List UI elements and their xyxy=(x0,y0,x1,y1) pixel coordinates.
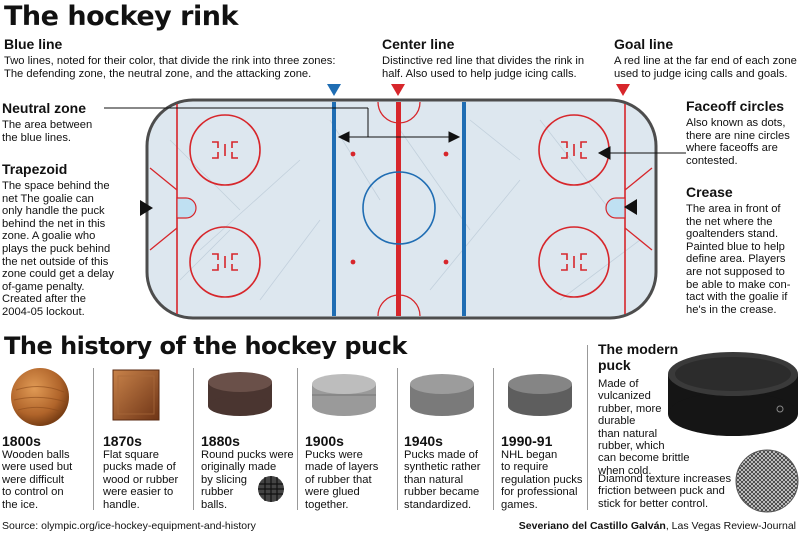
era-year: 1870s xyxy=(103,433,142,449)
sliced-ball-puck-image xyxy=(208,372,284,502)
artist-org: , Las Vegas Review-Journal xyxy=(665,520,796,532)
faceoff-pointer xyxy=(597,146,686,160)
neutral-zone-pointer xyxy=(104,107,461,143)
center-circle xyxy=(362,171,436,245)
wooden-ball-image xyxy=(11,368,69,426)
blue-line-label: Blue line Two lines, noted for their col… xyxy=(4,36,364,80)
crease-title: Crease xyxy=(686,184,733,200)
era-year: 1800s xyxy=(2,433,41,449)
artist-name: Severiano del Castillo Galván xyxy=(518,520,666,532)
blue-line-marker xyxy=(327,84,341,96)
trapezoid-right xyxy=(624,167,653,251)
modern-puck-image xyxy=(668,352,799,513)
artist-credit: Severiano del Castillo Galván, Las Vegas… xyxy=(519,520,796,532)
square-puck-image xyxy=(112,369,160,421)
era-year: 1940s xyxy=(404,433,443,449)
ice-scratches xyxy=(169,119,641,301)
crease-right xyxy=(605,197,626,219)
blue-line-left xyxy=(332,102,336,316)
divider xyxy=(297,368,298,510)
faceoff-circles-title: Faceoff circles xyxy=(686,98,785,114)
era-year: 1990-91 xyxy=(501,433,553,449)
era-year: 1900s xyxy=(305,433,344,449)
layered-puck-image xyxy=(312,374,376,416)
diamond-texture-detail xyxy=(735,449,799,513)
trapezoid-left xyxy=(149,167,178,251)
divider xyxy=(397,368,398,510)
referee-crease-bottom xyxy=(377,294,421,317)
center-line-marker xyxy=(391,84,405,96)
neutral-zone-title: Neutral zone xyxy=(2,100,87,116)
referee-crease-top xyxy=(377,101,421,124)
faceoff-dot xyxy=(350,259,356,265)
faceoff-dot xyxy=(443,259,449,265)
faceoff-circles-label: Faceoff circles Also known as dots,there… xyxy=(686,98,800,167)
center-line xyxy=(396,102,401,316)
blue-line-title: Blue line xyxy=(4,36,63,52)
goal-line-label: Goal line A red line at the far end of e… xyxy=(614,36,800,80)
trapezoid-arrow-icon xyxy=(140,200,153,216)
faceoff-circle-left-top xyxy=(189,114,261,186)
center-line-text: Distinctive red line that divides the ri… xyxy=(382,55,585,80)
center-line-label: Center line Distinctive red line that di… xyxy=(382,36,602,80)
blue-line-right xyxy=(462,102,466,316)
regulation-puck-image xyxy=(508,374,572,416)
source-credit: Source: olympic.org/ice-hockey-equipment… xyxy=(2,520,256,532)
goal-line-marker xyxy=(616,84,630,96)
divider xyxy=(587,345,588,510)
divider xyxy=(193,368,194,510)
synthetic-puck-image xyxy=(410,374,474,416)
crease-arrow-icon xyxy=(624,199,637,215)
history-title: The history of the hockey puck xyxy=(4,332,407,360)
faceoff-circle-left-bottom xyxy=(189,226,261,298)
center-line-title: Center line xyxy=(382,36,455,52)
faceoff-circles-text: Also known as dots,there are nine circle… xyxy=(686,117,790,167)
trapezoid-title: Trapezoid xyxy=(2,161,68,177)
divider xyxy=(93,368,94,510)
divider xyxy=(493,368,494,510)
crease-left xyxy=(176,197,197,219)
faceoff-dot xyxy=(350,151,356,157)
blue-line-text: Two lines, noted for their color, that d… xyxy=(4,55,336,80)
page-title: The hockey rink xyxy=(4,1,238,32)
faceoff-dot xyxy=(443,151,449,157)
faceoff-circle-right-bottom xyxy=(538,226,610,298)
era-year: 1880s xyxy=(201,433,240,449)
goal-line-title: Goal line xyxy=(614,36,674,52)
